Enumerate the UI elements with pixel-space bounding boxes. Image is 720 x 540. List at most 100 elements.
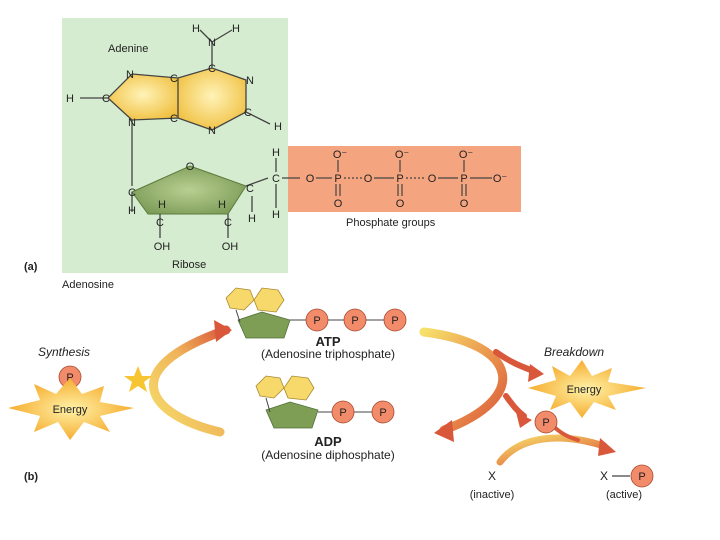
atp-subtitle: (Adenosine triphosphate) [261, 347, 395, 361]
svg-text:P: P [313, 315, 320, 327]
phosphate-atoms: O P O P O P O⁻ O⁻ O⁻ O⁻ O O O [306, 149, 508, 210]
breakdown-phosphate-arrowhead [516, 412, 532, 428]
adp-subtitle: (Adenosine diphosphate) [261, 448, 394, 462]
inactive-label: (inactive) [470, 489, 515, 501]
atom-o-ring: O [186, 161, 195, 173]
atom-n7: N [126, 69, 134, 81]
atom-oh-1: OH [154, 241, 171, 253]
breakdown-label: Breakdown [544, 345, 604, 359]
adenine-five-ring [108, 74, 178, 120]
atp-phosphate-2: P [343, 308, 367, 332]
adenine-atoms: N H H C N C H N C C N C H N [66, 23, 282, 137]
atp-title: ATP [315, 334, 340, 349]
atom-o-link-2: O [364, 173, 373, 185]
phosphate-symbol-breakdown: P [542, 417, 549, 429]
energy-label-breakdown: Energy [567, 384, 602, 396]
part-a-label: (a) [24, 261, 38, 273]
synthesis-label: Synthesis [38, 345, 90, 359]
atom-o-minus-1: O⁻ [333, 149, 348, 161]
atom-h-c1: H [128, 205, 136, 217]
atom-h-c2r: H [158, 199, 166, 211]
energy-label-synthesis: Energy [53, 404, 88, 416]
adp-phosphate-2: P [371, 400, 395, 424]
phosphate-circle-breakdown [534, 410, 558, 434]
atom-c8: C [102, 93, 110, 105]
adenine-label: Adenine [108, 43, 148, 55]
atom-h-amine-2: H [232, 23, 240, 35]
active-label: (active) [606, 489, 642, 501]
adenine-six-ring [178, 68, 246, 130]
atom-n3: N [208, 125, 216, 137]
atom-h-c3: H [218, 199, 226, 211]
ribose-label: Ribose [172, 259, 206, 271]
ribose-atoms: O C H H H C C OH OH C H H C H [128, 147, 280, 253]
atp-phosphate-3: P [383, 308, 407, 332]
phosphate-circle-active [630, 464, 654, 488]
atom-c4: C [170, 113, 178, 125]
atom-o-link-1: O [306, 173, 315, 185]
atom-c5: C [170, 73, 178, 85]
energy-burst-breakdown [528, 360, 646, 418]
atom-c1: C [128, 187, 136, 199]
synthesis-arrow [149, 325, 231, 437]
atom-c3: C [224, 217, 232, 229]
atom-n1: N [246, 75, 254, 87]
energy-burst-synthesis [8, 378, 134, 440]
adp-phosphate-1: P [331, 400, 355, 424]
atom-o-link-3: O [428, 173, 437, 185]
ribose-ring [131, 165, 247, 215]
phosphate-groups-background [288, 146, 521, 212]
atom-h-c2: H [274, 121, 282, 133]
phosphate-bonds [316, 160, 492, 196]
atom-p-1: P [334, 173, 341, 185]
atom-o-minus-2: O⁻ [395, 149, 410, 161]
phosphate-groups-label: Phosphate groups [346, 217, 436, 229]
adp-molecule-icon [255, 375, 372, 429]
phosphorylation-arrow [496, 434, 608, 466]
atom-h-c8: H [66, 93, 74, 105]
phosphorylation-arrowhead [598, 438, 616, 456]
breakdown-energy-arrowhead [528, 364, 544, 382]
atom-c4r: C [246, 183, 254, 195]
atom-c2r: C [156, 217, 164, 229]
part-b-label: (b) [24, 471, 38, 483]
svg-text:P: P [391, 315, 398, 327]
atom-o-minus-3: O⁻ [459, 149, 474, 161]
atom-n9: N [128, 117, 136, 129]
adenosine-background [62, 18, 288, 273]
atom-o-terminal: O⁻ [493, 173, 508, 185]
atom-h-c4: H [248, 213, 256, 225]
atom-o-double-3: O [460, 198, 469, 210]
svg-text:P: P [339, 407, 346, 419]
svg-text:P: P [379, 407, 386, 419]
atp-molecule-icon [225, 287, 384, 339]
atp-phosphate-1: P [305, 308, 329, 332]
atom-oh-2: OH [222, 241, 239, 253]
atom-p-2: P [396, 173, 403, 185]
atom-p-3: P [460, 173, 467, 185]
svg-text:P: P [351, 315, 358, 327]
atom-c2: C [244, 107, 252, 119]
x-active-symbol: X [600, 469, 608, 483]
atom-o-double-1: O [334, 198, 343, 210]
adp-title: ADP [314, 434, 342, 449]
ribose-bonds [131, 158, 300, 238]
x-inactive-symbol: X [488, 469, 496, 483]
synthesis-star [124, 366, 152, 392]
atom-h-amine-1: H [192, 23, 200, 35]
adenine-bonds [80, 29, 271, 186]
atom-h-c5-top: H [272, 147, 280, 159]
phosphate-symbol-active: P [638, 471, 645, 483]
atom-c6: C [208, 63, 216, 75]
breakdown-arrow [419, 327, 508, 435]
atom-n-amine: N [208, 37, 216, 49]
atom-c5r: C [272, 173, 280, 185]
atom-h-c5-bottom: H [272, 209, 280, 221]
atom-o-double-2: O [396, 198, 405, 210]
synthesis-arrowhead [214, 320, 232, 342]
adenosine-label: Adenosine [62, 279, 114, 291]
breakdown-arrowhead [434, 420, 454, 442]
breakdown-phosphate-branch [503, 393, 527, 419]
